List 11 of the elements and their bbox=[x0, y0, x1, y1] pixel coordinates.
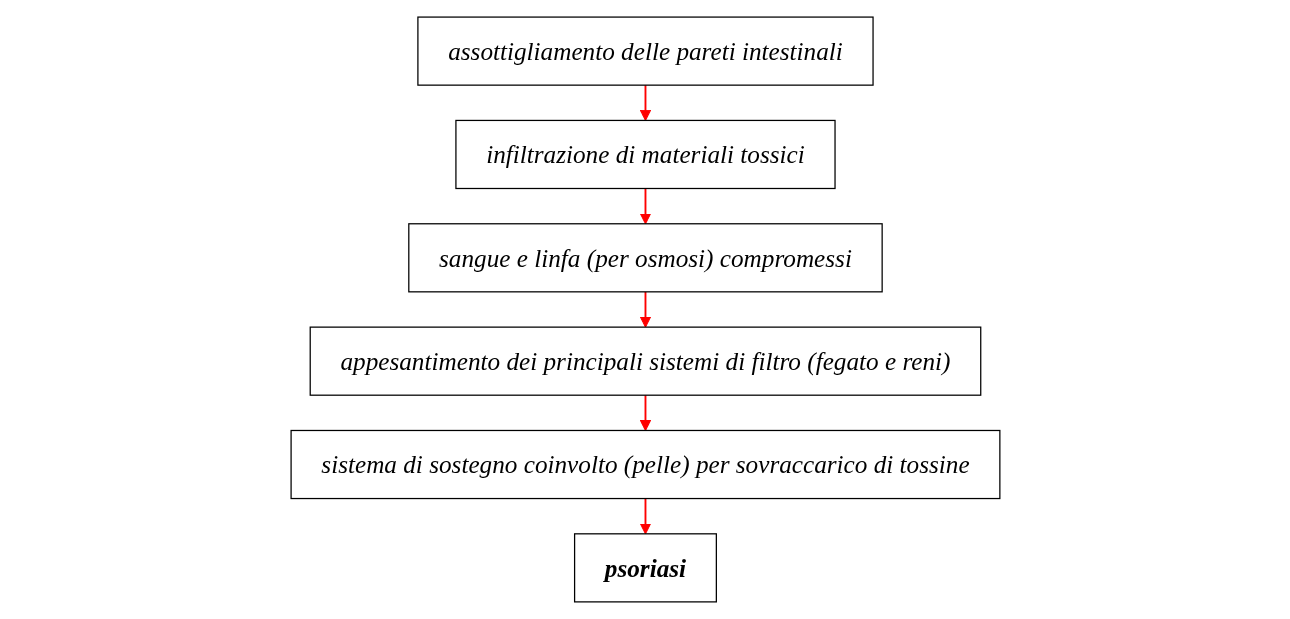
node-box: assottigliamento delle pareti intestinali bbox=[416, 16, 874, 86]
node-box: sangue e linfa (per osmosi) compromessi bbox=[407, 223, 883, 293]
arrow bbox=[639, 394, 651, 431]
arrow bbox=[639, 187, 651, 225]
node-box: sistema di sostegno coinvolto (pelle) per sovraccarico di tossine bbox=[290, 429, 1000, 500]
node-box: psoriasi bbox=[573, 533, 717, 603]
node-box: infiltrazione di materiali tossici bbox=[454, 119, 836, 190]
arrow bbox=[639, 497, 651, 535]
node-box: appesantimento dei principali sistemi di filtro (fegato e reni) bbox=[309, 326, 981, 396]
arrow bbox=[639, 84, 651, 121]
arrow bbox=[639, 290, 651, 328]
